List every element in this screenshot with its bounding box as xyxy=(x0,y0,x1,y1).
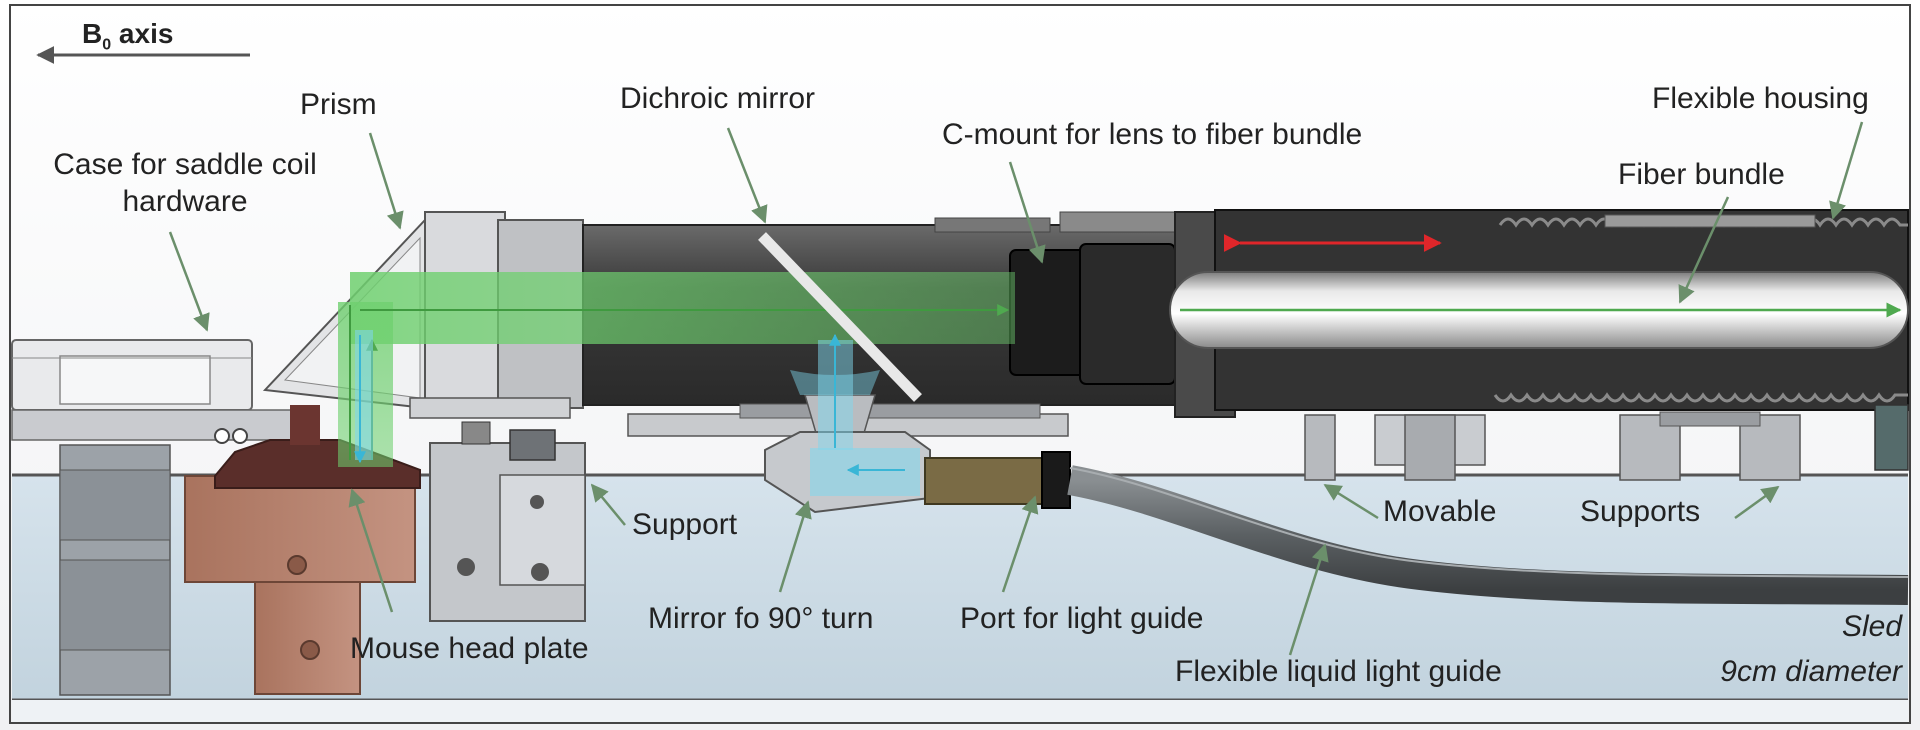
turn-mirror-assembly xyxy=(764,333,1071,514)
label-mirror-turn: Mirror fo 90° turn xyxy=(648,602,874,635)
movable-supports xyxy=(1304,404,1909,481)
label-fiber-bundle: Fiber bundle xyxy=(1618,158,1785,191)
label-supports: Supports xyxy=(1580,495,1701,528)
saddle-coil-case xyxy=(11,339,313,696)
emission-beam xyxy=(354,330,373,464)
label-sled-diameter: 9cm diameter xyxy=(1720,655,1902,688)
flexible-housing xyxy=(1169,209,1909,411)
label-movable: Movable xyxy=(1383,495,1497,528)
label-dichroic-mirror: Dichroic mirror xyxy=(620,82,815,115)
mouse-head-plate xyxy=(184,405,421,695)
label-sled: Sled xyxy=(1841,610,1902,643)
support-block xyxy=(429,421,586,622)
excitation-beam xyxy=(338,272,1015,467)
label-prism: Prism xyxy=(300,88,377,121)
label-c-mount: C-mount for lens to fiber bundle xyxy=(942,118,1363,151)
label-mouse-head-plate: Mouse head plate xyxy=(350,632,589,665)
figure-frame xyxy=(9,4,1911,724)
label-light-guide: Flexible liquid light guide xyxy=(1175,655,1502,688)
b0-axis-label: B0 axis xyxy=(82,18,174,54)
dichroic-mirror xyxy=(758,232,922,402)
label-port-light-guide: Port for light guide xyxy=(960,602,1204,635)
annotation-arrows xyxy=(168,121,1864,656)
label-support: Support xyxy=(632,508,738,541)
light-guide xyxy=(1067,465,1909,605)
label-flexible-housing: Flexible housing xyxy=(1652,82,1869,115)
